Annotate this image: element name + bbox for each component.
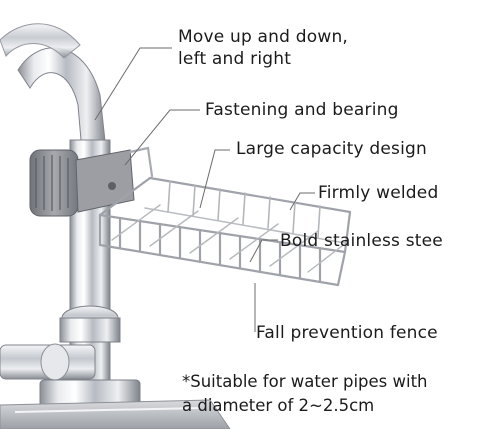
leader-move bbox=[94, 47, 172, 121]
leader-steel bbox=[249, 239, 278, 263]
compatibility-note: *Suitable for water pipes with a diamete… bbox=[182, 370, 428, 418]
callout-move-line2: left and right bbox=[178, 49, 292, 69]
leader-lines bbox=[94, 47, 315, 332]
note-line1: *Suitable for water pipes with bbox=[182, 372, 428, 391]
note-line2: a diameter of 2~2.5cm bbox=[182, 396, 375, 415]
callout-move: Move up and down, left and right bbox=[178, 26, 348, 70]
faucet bbox=[0, 23, 231, 429]
leader-capacity bbox=[199, 149, 230, 209]
leader-fastening bbox=[124, 109, 200, 166]
clamp-knob bbox=[29, 149, 135, 217]
wire-basket bbox=[98, 146, 352, 287]
callout-welded: Firmly welded bbox=[318, 183, 439, 203]
callout-fence: Fall prevention fence bbox=[256, 323, 438, 343]
callout-fastening: Fastening and bearing bbox=[205, 100, 399, 120]
callout-steel: Bold stainless stee bbox=[280, 231, 443, 251]
callout-move-line1: Move up and down, bbox=[178, 27, 349, 47]
leader-welded bbox=[289, 192, 315, 211]
callout-capacity: Large capacity design bbox=[236, 139, 428, 159]
